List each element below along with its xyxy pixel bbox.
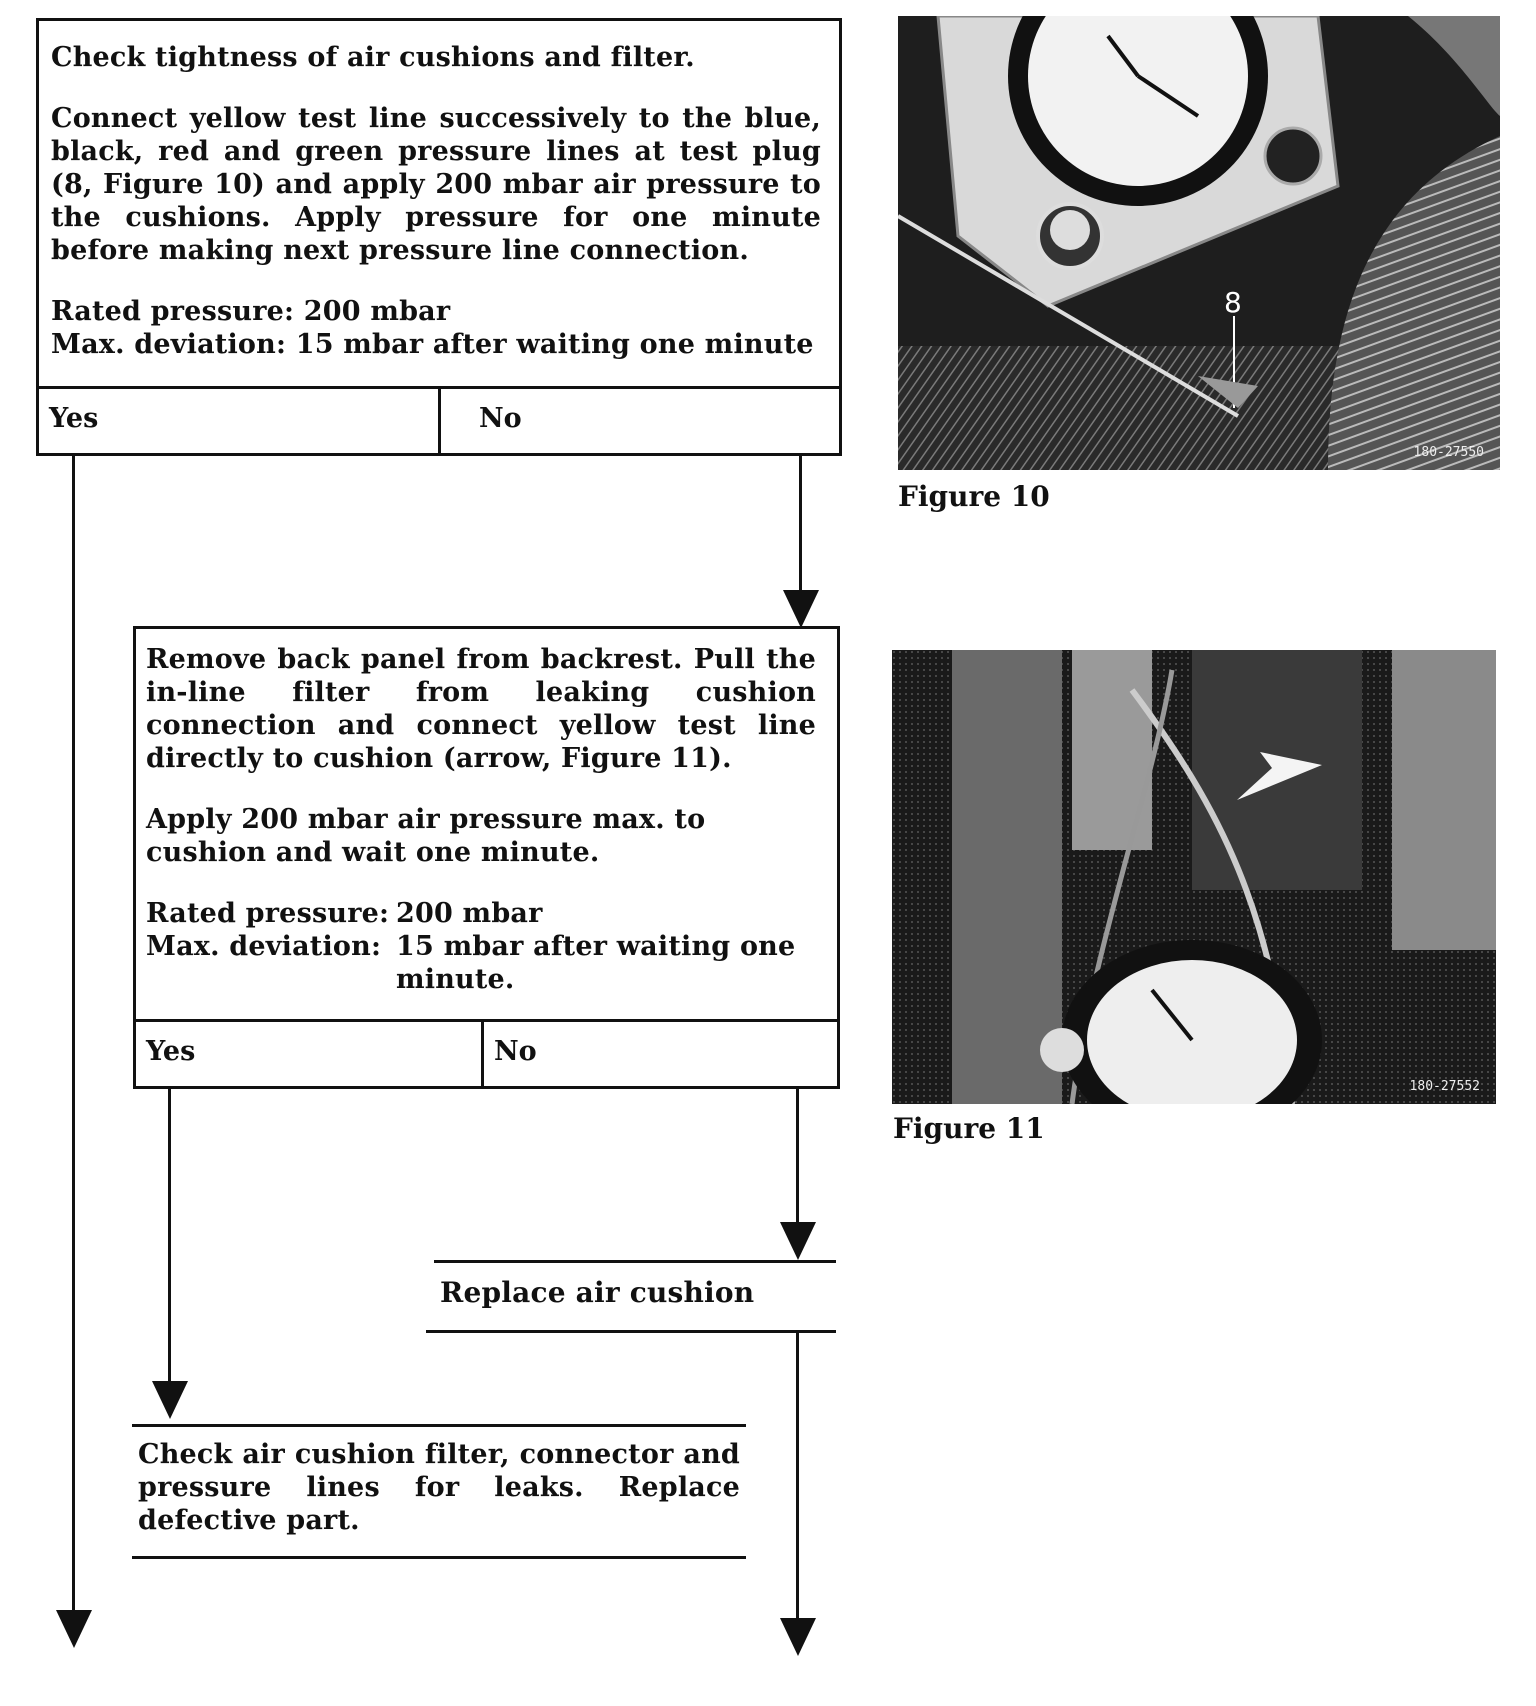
step-check-filter: Check air cushion filter, connector and … — [138, 1438, 740, 1537]
step-box-remove-back-panel: Remove back panel from backrest. Pull th… — [133, 626, 840, 1089]
yes-flow-line — [168, 1087, 171, 1387]
answer-row: Yes No — [39, 386, 839, 453]
answer-no: No — [441, 389, 839, 453]
figure-ref-number: 180-27550 — [1414, 445, 1484, 460]
divider — [132, 1424, 746, 1427]
step-instruction: Remove back panel from backrest. Pull th… — [146, 643, 816, 775]
divider — [434, 1260, 836, 1263]
figure-11-caption: Figure 11 — [893, 1112, 1045, 1145]
yes-flow-line — [72, 454, 75, 1618]
apply-pressure-text: Apply 200 mbar air pressure max. to cush… — [146, 803, 816, 869]
callout-8: 8 — [1224, 286, 1242, 319]
backrest-cushion-illustration — [892, 650, 1496, 1104]
figure-10-caption: Figure 10 — [898, 480, 1050, 513]
divider — [132, 1556, 746, 1559]
no-flow-line — [799, 454, 802, 592]
max-deviation: Max. deviation: 15 mbar after waiting on… — [51, 328, 821, 361]
arrow-down-icon — [56, 1610, 92, 1648]
max-deviation-label: Max. deviation: — [146, 930, 396, 996]
step-instruction: Connect yellow test line successively to… — [51, 102, 821, 267]
step-replace-air-cushion: Replace air cushion — [440, 1276, 754, 1309]
rated-pressure-value: 200 mbar — [396, 897, 816, 930]
answer-yes: Yes — [136, 1022, 484, 1086]
rated-pressure-label: Rated pressure: — [146, 897, 396, 930]
rated-pressure: Rated pressure: 200 mbar — [51, 295, 821, 328]
max-deviation-value: 15 mbar after waiting one minute. — [396, 930, 816, 996]
arrow-down-icon — [783, 590, 819, 628]
arrow-down-icon — [152, 1381, 188, 1419]
step-box-check-tightness: Check tightness of air cushions and filt… — [36, 18, 842, 456]
figure-10-photo: 8 180-27550 — [898, 16, 1500, 470]
arrow-down-icon — [780, 1222, 816, 1260]
no-flow-line — [796, 1087, 799, 1227]
arrow-down-icon — [780, 1618, 816, 1656]
figure-ref-number: 180-27552 — [1410, 1079, 1480, 1094]
step-title: Check tightness of air cushions and filt… — [51, 41, 821, 74]
pressure-tester-illustration: 8 — [898, 16, 1500, 470]
answer-no: No — [484, 1022, 837, 1086]
figure-11-photo: 180-27552 — [892, 650, 1496, 1104]
answer-row: Yes No — [136, 1019, 837, 1086]
answer-yes: Yes — [39, 389, 441, 453]
pressure-spec: Rated pressure: 200 mbar Max. deviation:… — [146, 897, 816, 996]
divider — [426, 1330, 836, 1333]
flow-line — [796, 1332, 799, 1622]
